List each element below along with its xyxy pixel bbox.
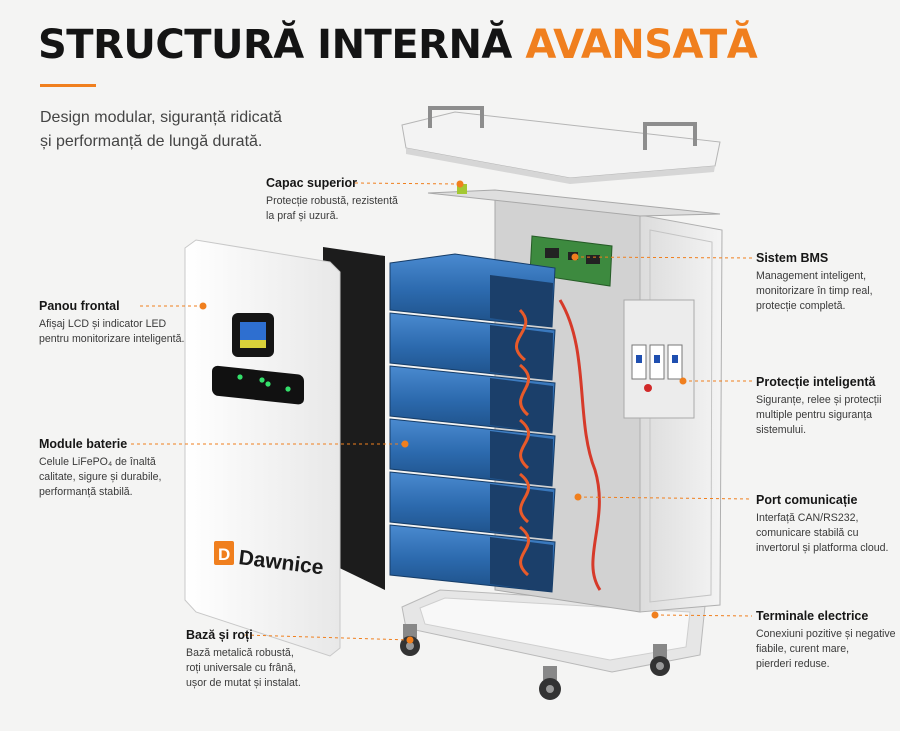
callout-line: ușor de mutat și instalat. (186, 677, 301, 689)
led-strip (212, 365, 304, 405)
callout-module-baterie: Module baterie Celule LiFePO₄ de înaltă … (39, 436, 161, 500)
protection-breakers (623, 299, 695, 419)
page-subtitle: Design modular, siguranță ridicată și pe… (40, 106, 330, 154)
callout-line: Interfață CAN/RS232, (756, 512, 859, 524)
callout-description: Protecție robustă, rezistentă la praf și… (266, 194, 398, 224)
battery-module (389, 418, 556, 487)
callout-line: sistemului. (756, 424, 807, 436)
callout-line: Protecție robustă, rezistentă (266, 195, 398, 207)
title-underline (40, 84, 96, 87)
callout-terminale-electrice: Terminale electrice Conexiuni pozitive ș… (756, 608, 896, 672)
callout-line: pierderi reduse. (756, 658, 830, 670)
callout-line: pentru monitorizare inteligentă. (39, 333, 185, 345)
callout-line: performanță stabilă. (39, 486, 133, 498)
callout-description: Bază metalică robustă, roți universale c… (186, 646, 301, 691)
battery-modules (389, 253, 602, 593)
callout-line: Afișaj LCD și indicator LED (39, 318, 167, 330)
callout-line: protecție completă. (756, 300, 846, 312)
callout-panou-frontal: Panou frontal Afișaj LCD și indicator LE… (39, 298, 184, 347)
callout-sistem-bms: Sistem BMS Management inteligent, monito… (756, 250, 873, 314)
callout-line: Management inteligent, (756, 270, 867, 282)
callout-protectie-inteligenta: Protecție inteligentă Siguranțe, relee ș… (756, 374, 881, 438)
leader-lines (131, 182, 753, 641)
callout-description: Afișaj LCD și indicator LED pentru monit… (39, 317, 184, 347)
wheel (400, 624, 420, 656)
callout-title: Terminale electrice (756, 609, 869, 623)
callout-title: Sistem BMS (756, 251, 829, 265)
callout-line: fiabile, curent mare, (756, 643, 850, 655)
callout-line: roți universale cu frână, (186, 662, 297, 674)
callout-title: Bază și roți (186, 628, 253, 642)
page-title: STRUCTURĂ INTERNĂ AVANSATĂ (38, 22, 758, 68)
wheel (539, 666, 561, 700)
callout-line: Conexiuni pozitive și negative (756, 628, 896, 640)
callout-title: Panou frontal (39, 299, 120, 313)
subtitle-line: și performanță de lungă durată. (40, 133, 263, 150)
callout-line: Siguranțe, relee și protecții (756, 394, 882, 406)
brand-logo-icon (214, 541, 234, 565)
battery-module (389, 253, 556, 328)
leader-dots (199, 180, 687, 644)
battery-module (389, 312, 556, 381)
callout-title: Capac superior (266, 176, 358, 190)
callout-line: la praf și uzură. (266, 210, 339, 222)
callout-description: Management inteligent, monitorizare în t… (756, 269, 873, 314)
wheel (650, 644, 670, 676)
callout-capac-superior: Capac superior Protecție robustă, rezist… (266, 175, 398, 224)
callout-line: multiple pentru siguranța (756, 409, 873, 421)
callout-line: Celule LiFePO₄ de înaltă (39, 456, 156, 468)
callout-title: Module baterie (39, 437, 128, 451)
callout-title: Protecție inteligentă (756, 375, 876, 389)
title-main: STRUCTURĂ INTERNĂ (38, 22, 512, 68)
latch-icon (457, 184, 467, 194)
subtitle-line: Design modular, siguranță ridicată (40, 109, 282, 126)
callout-port-comunicatie: Port comunicație Interfață CAN/RS232, co… (756, 492, 888, 556)
callout-line: Bază metalică robustă, (186, 647, 294, 659)
callout-description: Interfață CAN/RS232, comunicare stabilă … (756, 511, 888, 556)
callout-description: Conexiuni pozitive și negative fiabile, … (756, 627, 896, 672)
callout-line: comunicare stabilă cu (756, 527, 859, 539)
front-panel: D Dawnice (184, 239, 341, 657)
callout-line: monitorizare în timp real, (756, 285, 873, 297)
callout-title: Port comunicație (756, 493, 858, 507)
brand-logo-mark: D (218, 545, 230, 564)
callout-baza-si-roti: Bază și roți Bază metalică robustă, roți… (186, 627, 301, 691)
callout-line: invertorul și platforma cloud. (756, 542, 889, 554)
callout-line: calitate, sigure și durabile, (39, 471, 162, 483)
callout-description: Celule LiFePO₄ de înaltă calitate, sigur… (39, 455, 161, 500)
title-accent: AVANSATĂ (525, 22, 758, 68)
top-cover (401, 106, 721, 194)
callout-description: Siguranțe, relee și protecții multiple p… (756, 393, 881, 438)
